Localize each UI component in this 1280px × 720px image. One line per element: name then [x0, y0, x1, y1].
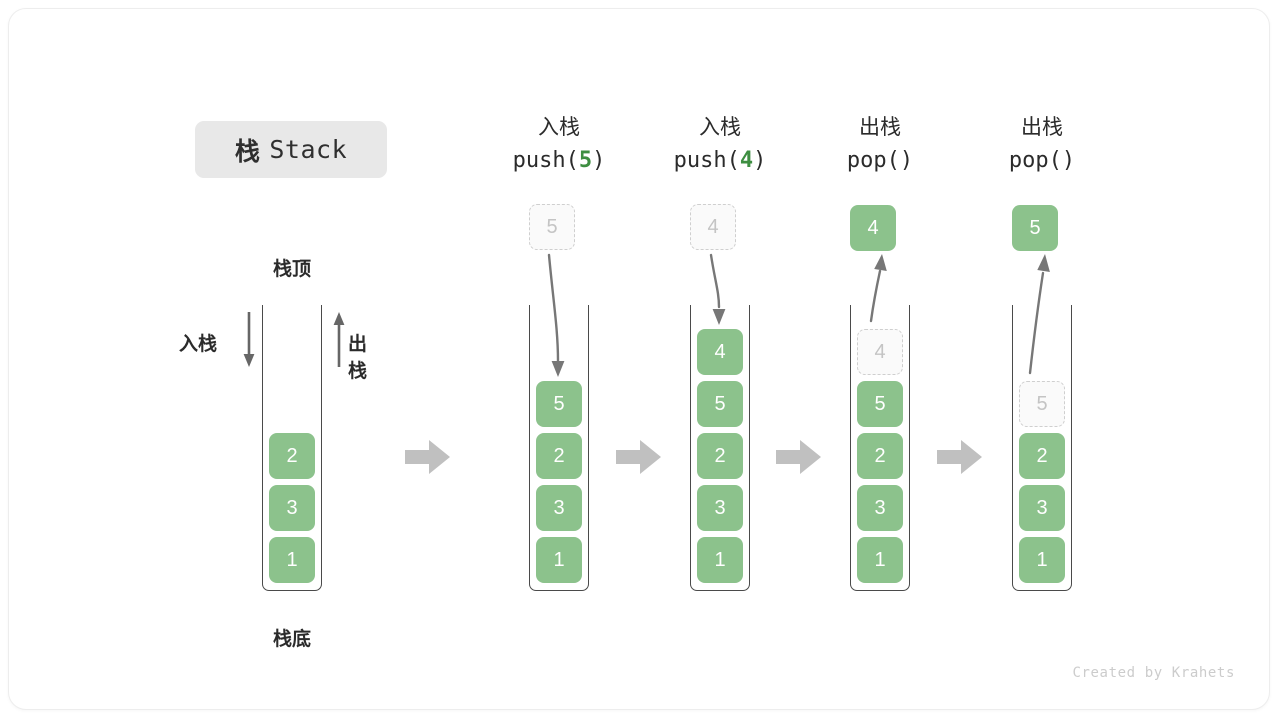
incoming-element: 4 — [690, 204, 736, 250]
column-header-code: push(4) — [640, 145, 800, 176]
stack-column-pop-5: 出栈 pop() 5 5 2 3 1 — [962, 9, 1122, 709]
column-header-cn: 入栈 — [699, 116, 741, 139]
column-header-cn: 入栈 — [538, 116, 580, 139]
stack-cell: 1 — [697, 537, 743, 583]
code-suffix: ) — [1061, 147, 1076, 173]
push-side-label: 入栈 — [179, 334, 218, 355]
stack-cell: 2 — [269, 433, 315, 479]
stack-cells: 5 2 3 1 — [533, 381, 585, 589]
stack-cell: 2 — [1019, 433, 1065, 479]
stack-container — [262, 305, 322, 591]
stack-container — [690, 305, 750, 591]
code-arg: 5 — [578, 147, 593, 173]
code-suffix: ) — [753, 147, 767, 173]
stack-column-pop-4: 出栈 pop() 4 4 5 2 3 1 — [800, 9, 960, 709]
column-header-cn: 出栈 — [859, 116, 901, 139]
column-header: 出栈 pop() — [800, 113, 960, 176]
pop-up-arrow-icon — [333, 312, 345, 367]
stack-cell: 1 — [269, 537, 315, 583]
stack-cell: 2 — [857, 433, 903, 479]
title-cn: 栈 — [234, 137, 261, 166]
column-header: 出栈 pop() — [962, 113, 1122, 176]
code-prefix: push( — [673, 147, 740, 173]
column-header-code: push(5) — [479, 145, 639, 176]
column-header: 入栈 push(4) — [640, 113, 800, 176]
vacated-slot: 4 — [857, 329, 903, 375]
title-en: Stack — [269, 135, 348, 164]
code-suffix: ) — [592, 147, 606, 173]
stack-cell: 3 — [697, 485, 743, 531]
stack-bottom-label: 栈底 — [272, 629, 312, 650]
stack-cells: 5 2 3 1 — [1016, 381, 1068, 589]
stack-cells: 4 5 2 3 1 — [694, 329, 746, 589]
column-header-code: pop() — [800, 145, 960, 176]
stack-cell: 1 — [536, 537, 582, 583]
code-suffix: ) — [899, 147, 914, 173]
stack-container — [1012, 305, 1072, 591]
stack-container — [850, 305, 910, 591]
diagram-card: 栈 Stack 栈顶 入栈 出栈 2 3 1 栈底 入栈 — [8, 8, 1270, 710]
stack-cell: 2 — [536, 433, 582, 479]
separator-arrow-3 — [776, 439, 822, 475]
page-title: 栈 Stack — [195, 121, 387, 178]
popped-element: 5 — [1012, 205, 1058, 251]
stack-column-push-5: 入栈 push(5) 5 5 2 3 1 — [479, 9, 639, 709]
stack-cell: 3 — [269, 485, 315, 531]
separator-arrow-1 — [405, 439, 451, 475]
stack-cell: 2 — [697, 433, 743, 479]
column-header-code: pop() — [962, 145, 1122, 176]
column-header: 入栈 push(5) — [479, 113, 639, 176]
separator-arrow-4 — [937, 439, 983, 475]
stack-container — [529, 305, 589, 591]
stack-cell: 3 — [1019, 485, 1065, 531]
stack-top-label: 栈顶 — [272, 259, 312, 280]
column-header-cn: 出栈 — [1021, 116, 1063, 139]
stack-cell: 3 — [536, 485, 582, 531]
stack-cell: 5 — [697, 381, 743, 427]
code-arg: 4 — [739, 147, 754, 173]
stack-column-initial: 栈顶 入栈 出栈 2 3 1 栈底 — [179, 9, 372, 709]
code-prefix: pop( — [846, 147, 900, 173]
vacated-slot: 5 — [1019, 381, 1065, 427]
footer-credit: Created by Krahets — [1072, 665, 1235, 681]
stack-cell: 1 — [1019, 537, 1065, 583]
incoming-element: 5 — [529, 204, 575, 250]
stack-cells: 2 3 1 — [266, 433, 318, 589]
stack-cell: 5 — [857, 381, 903, 427]
pop-side-label: 出栈 — [348, 334, 368, 382]
code-prefix: push( — [512, 147, 579, 173]
stack-cell: 3 — [857, 485, 903, 531]
stack-cells: 4 5 2 3 1 — [854, 329, 906, 589]
stack-cell: 4 — [697, 329, 743, 375]
stack-cell: 5 — [536, 381, 582, 427]
separator-arrow-2 — [616, 439, 662, 475]
code-prefix: pop( — [1008, 147, 1062, 173]
popped-element: 4 — [850, 205, 896, 251]
stack-cell: 1 — [857, 537, 903, 583]
push-down-arrow-icon — [243, 312, 255, 367]
stack-column-push-4: 入栈 push(4) 4 4 5 2 3 1 — [640, 9, 800, 709]
